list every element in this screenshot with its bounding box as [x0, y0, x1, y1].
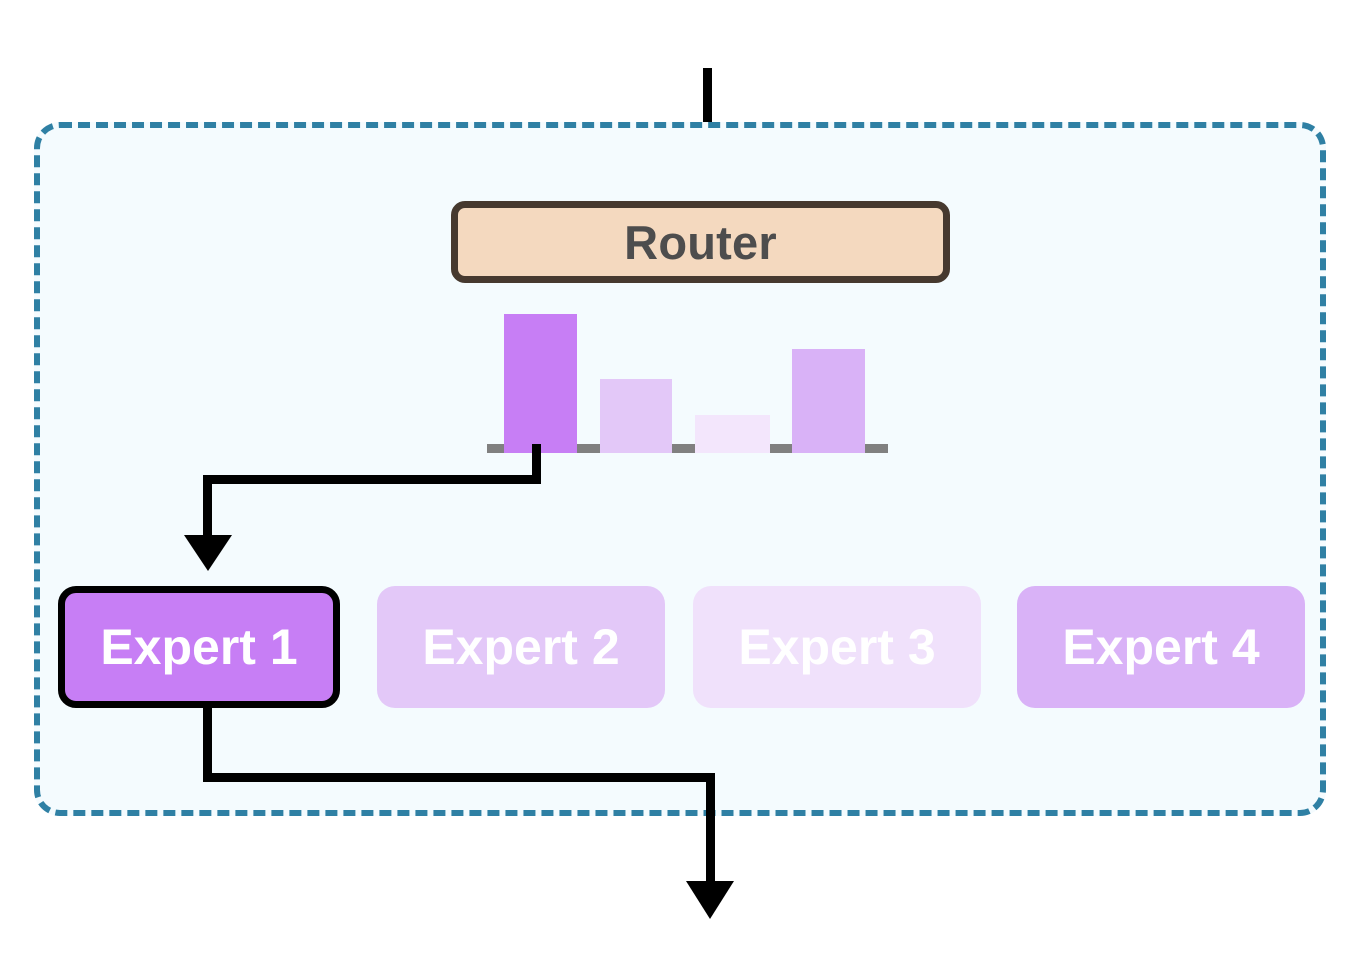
router-label: Router — [624, 215, 777, 269]
routing-arrow-segment-left — [203, 475, 541, 484]
output-arrow-head-icon — [686, 881, 734, 919]
routing-arrow-segment-down — [532, 444, 541, 484]
expert-box-3[interactable]: Expert 3 — [693, 586, 981, 708]
expert-label-1: Expert 1 — [100, 619, 298, 675]
expert-label-2: Expert 2 — [422, 619, 620, 675]
gate-weight-bar-expert-2 — [600, 379, 672, 453]
expert-row: Expert 1 Expert 2 Expert 3 Expert 4 — [58, 586, 1306, 708]
output-arrow-segment-right — [203, 773, 715, 782]
expert-label-4: Expert 4 — [1062, 619, 1260, 675]
router-block[interactable]: Router — [451, 201, 950, 283]
routing-arrow-head-icon — [184, 535, 232, 571]
expert-box-2[interactable]: Expert 2 — [377, 586, 665, 708]
expert-label-3: Expert 3 — [738, 619, 936, 675]
gate-weight-bar-expert-3 — [695, 415, 770, 453]
expert-box-1[interactable]: Expert 1 — [58, 586, 340, 708]
expert-box-4[interactable]: Expert 4 — [1017, 586, 1305, 708]
chart-baseline — [487, 444, 888, 453]
routing-arrow-segment-drop — [203, 475, 212, 540]
output-arrow-segment-down — [203, 702, 212, 782]
gate-weight-bar-expert-4 — [792, 349, 865, 453]
router-gate-weights-chart — [487, 296, 888, 453]
gate-weight-bar-expert-1 — [504, 314, 577, 453]
output-arrow-segment-drop — [706, 773, 715, 886]
